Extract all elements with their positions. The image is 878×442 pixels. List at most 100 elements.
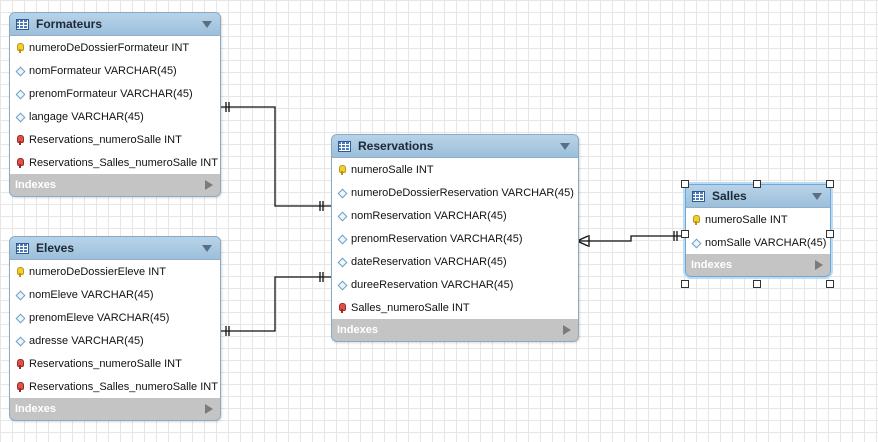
column-label: nomSalle VARCHAR(45) xyxy=(705,236,827,249)
one-marker-reservations-bottom xyxy=(319,272,324,282)
entity-eleves[interactable]: Eleves numeroDeDossierEleve INT nomEleve… xyxy=(9,236,221,421)
triangle-right-icon[interactable] xyxy=(815,260,823,270)
resize-handle-w[interactable] xyxy=(681,230,689,238)
one-marker-salles xyxy=(673,231,678,241)
indexes-label: Indexes xyxy=(337,324,378,336)
table-icon xyxy=(16,18,29,30)
column-diamond-icon xyxy=(15,112,25,122)
entity-header[interactable]: Reservations xyxy=(332,135,578,158)
column-row[interactable]: numeroSalle INT xyxy=(332,158,578,181)
indexes-label: Indexes xyxy=(15,403,56,415)
triangle-right-icon[interactable] xyxy=(563,325,571,335)
entity-header[interactable]: Eleves xyxy=(10,237,220,260)
column-list: numeroDeDossierEleve INT nomEleve VARCHA… xyxy=(10,260,220,398)
resize-handle-n[interactable] xyxy=(753,180,761,188)
column-label: nomFormateur VARCHAR(45) xyxy=(29,64,177,77)
column-row[interactable]: nomSalle VARCHAR(45) xyxy=(686,231,830,254)
resize-handle-ne[interactable] xyxy=(826,180,834,188)
table-icon xyxy=(338,140,351,152)
chevron-down-icon[interactable] xyxy=(202,20,212,28)
entity-salles[interactable]: Salles numeroSalle INT nomSalle VARCHAR(… xyxy=(685,184,831,277)
column-diamond-icon xyxy=(15,66,25,76)
column-row[interactable]: numeroDeDossierFormateur INT xyxy=(10,36,220,59)
column-row[interactable]: langage VARCHAR(45) xyxy=(10,105,220,128)
relationship-reservations-salles xyxy=(577,235,685,242)
column-row[interactable]: numeroDeDossierReservation VARCHAR(45) xyxy=(332,181,578,204)
indexes-section[interactable]: Indexes xyxy=(332,319,578,341)
relationship-formateurs-reservations xyxy=(219,106,331,207)
column-row[interactable]: numeroSalle INT xyxy=(686,208,830,231)
column-label: prenomEleve VARCHAR(45) xyxy=(29,311,170,324)
foreign-key-icon xyxy=(15,381,25,392)
column-list: numeroDeDossierFormateur INT nomFormateu… xyxy=(10,36,220,174)
entity-title: Eleves xyxy=(36,241,75,255)
column-row[interactable]: dureeReservation VARCHAR(45) xyxy=(332,273,578,296)
column-label: prenomFormateur VARCHAR(45) xyxy=(29,87,193,100)
entity-header[interactable]: Salles xyxy=(686,185,830,208)
resize-handle-e[interactable] xyxy=(826,230,834,238)
chevron-down-icon[interactable] xyxy=(202,244,212,252)
column-diamond-icon xyxy=(337,188,347,198)
indexes-label: Indexes xyxy=(691,259,732,271)
entity-title: Formateurs xyxy=(36,17,103,31)
column-row[interactable]: prenomReservation VARCHAR(45) xyxy=(332,227,578,250)
column-list: numeroSalle INT nomSalle VARCHAR(45) xyxy=(686,208,830,254)
column-label: dateReservation VARCHAR(45) xyxy=(351,255,507,268)
column-row[interactable]: prenomEleve VARCHAR(45) xyxy=(10,306,220,329)
foreign-key-icon xyxy=(15,157,25,168)
entity-reservations[interactable]: Reservations numeroSalle INT numeroDeDos… xyxy=(331,134,579,342)
chevron-down-icon[interactable] xyxy=(560,142,570,150)
column-row[interactable]: nomFormateur VARCHAR(45) xyxy=(10,59,220,82)
column-label: dureeReservation VARCHAR(45) xyxy=(351,278,514,291)
column-row[interactable]: Salles_numeroSalle INT xyxy=(332,296,578,319)
column-diamond-icon xyxy=(15,290,25,300)
indexes-label: Indexes xyxy=(15,179,56,191)
column-diamond-icon xyxy=(337,234,347,244)
column-label: numeroDeDossierEleve INT xyxy=(29,265,166,278)
resize-handle-s[interactable] xyxy=(753,280,761,288)
column-label: adresse VARCHAR(45) xyxy=(29,334,144,347)
entity-header[interactable]: Formateurs xyxy=(10,13,220,36)
chevron-down-icon[interactable] xyxy=(812,192,822,200)
column-label: Salles_numeroSalle INT xyxy=(351,301,470,314)
column-row[interactable]: Reservations_numeroSalle INT xyxy=(10,128,220,151)
indexes-section[interactable]: Indexes xyxy=(10,398,220,420)
resize-handle-sw[interactable] xyxy=(681,280,689,288)
column-row[interactable]: nomEleve VARCHAR(45) xyxy=(10,283,220,306)
column-row[interactable]: numeroDeDossierEleve INT xyxy=(10,260,220,283)
triangle-right-icon[interactable] xyxy=(205,180,213,190)
column-diamond-icon xyxy=(691,238,701,248)
primary-key-icon xyxy=(337,164,347,175)
entity-formateurs[interactable]: Formateurs numeroDeDossierFormateur INT … xyxy=(9,12,221,197)
column-diamond-icon xyxy=(15,89,25,99)
primary-key-icon xyxy=(15,266,25,277)
column-diamond-icon xyxy=(337,280,347,290)
one-marker-eleves xyxy=(225,326,230,336)
indexes-section[interactable]: Indexes xyxy=(686,254,830,276)
column-row[interactable]: Reservations_numeroSalle INT xyxy=(10,352,220,375)
one-marker-reservations-top xyxy=(319,201,324,211)
column-row[interactable]: Reservations_Salles_numeroSalle INT xyxy=(10,375,220,398)
column-row[interactable]: nomReservation VARCHAR(45) xyxy=(332,204,578,227)
column-row[interactable]: adresse VARCHAR(45) xyxy=(10,329,220,352)
column-label: numeroSalle INT xyxy=(705,213,788,226)
column-row[interactable]: prenomFormateur VARCHAR(45) xyxy=(10,82,220,105)
column-row[interactable]: dateReservation VARCHAR(45) xyxy=(332,250,578,273)
column-label: prenomReservation VARCHAR(45) xyxy=(351,232,523,245)
column-label: numeroSalle INT xyxy=(351,163,434,176)
foreign-key-icon xyxy=(15,134,25,145)
foreign-key-icon xyxy=(15,358,25,369)
column-diamond-icon xyxy=(337,257,347,267)
resize-handle-se[interactable] xyxy=(826,280,834,288)
column-diamond-icon xyxy=(337,211,347,221)
column-diamond-icon xyxy=(15,336,25,346)
triangle-right-icon[interactable] xyxy=(205,404,213,414)
column-label: Reservations_numeroSalle INT xyxy=(29,357,182,370)
indexes-section[interactable]: Indexes xyxy=(10,174,220,196)
foreign-key-icon xyxy=(337,302,347,313)
column-row[interactable]: Reservations_Salles_numeroSalle INT xyxy=(10,151,220,174)
resize-handle-nw[interactable] xyxy=(681,180,689,188)
primary-key-icon xyxy=(15,42,25,53)
entity-title: Salles xyxy=(712,189,747,203)
